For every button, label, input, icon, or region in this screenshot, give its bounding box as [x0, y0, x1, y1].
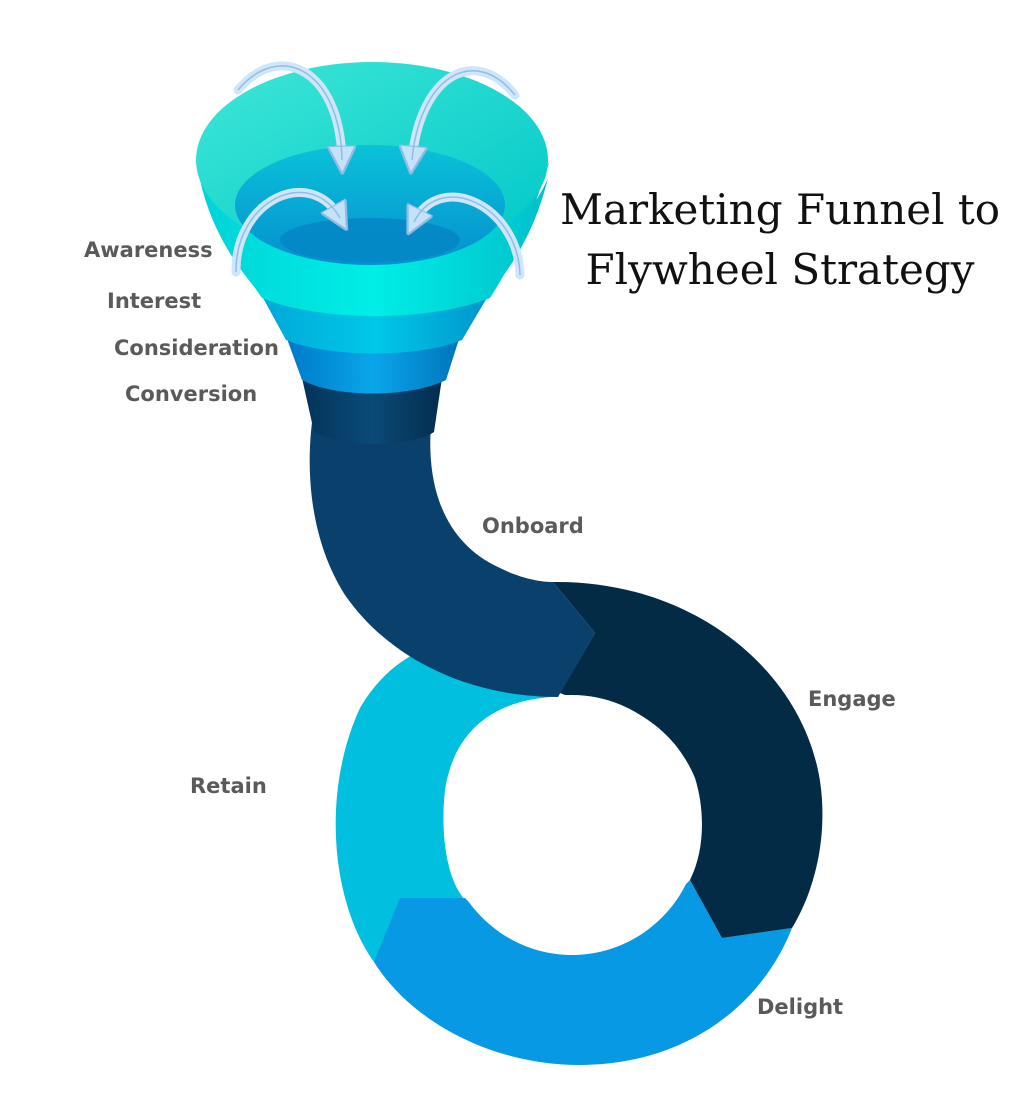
intake-arrows-outline [235, 65, 521, 276]
arrow-outline [237, 65, 343, 161]
flywheel-segment-delight [374, 880, 792, 1065]
funnel-opening-deep [280, 218, 460, 262]
label-onboard: Onboard [482, 514, 584, 538]
label-engage: Engage [808, 687, 896, 711]
label-delight: Delight [757, 995, 844, 1019]
label-conversion: Conversion [125, 382, 258, 406]
diagram-title: Marketing Funnel to Flywheel Strategy [540, 180, 1019, 300]
arrow-outline [413, 196, 521, 276]
label-retain: Retain [190, 774, 267, 798]
flywheel-ring [335, 581, 823, 1065]
flywheel-segment-onboard [309, 415, 595, 697]
funnel-band-conversion [302, 378, 442, 444]
flywheel-segment-retain [335, 640, 553, 962]
label-awareness: Awareness [84, 238, 213, 262]
label-consideration: Consideration [114, 336, 279, 360]
funnel-rim-front [200, 178, 548, 313]
title-line-1: Marketing Funnel to [559, 185, 1001, 234]
arrow-outline [411, 69, 516, 161]
flywheel-segment-engage [553, 581, 823, 938]
title-line-2: Flywheel Strategy [585, 245, 975, 294]
flywheel-center [444, 695, 700, 955]
arrow-outline [235, 191, 341, 273]
funnel [196, 62, 550, 444]
label-interest: Interest [107, 289, 202, 313]
